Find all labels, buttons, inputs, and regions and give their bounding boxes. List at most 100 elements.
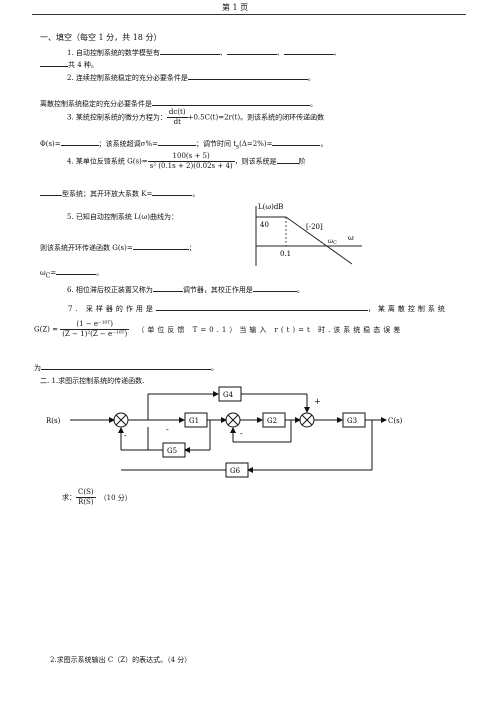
bd-g4-label: G4 [223, 391, 234, 399]
q5b-text: 则该系统开环传递函数 G(s)= [40, 244, 133, 252]
bd-output-label: C(s) [388, 417, 403, 425]
block-diagram: R(s) C(s) G1 G2 G3 G4 G5 G6 - - - + [46, 386, 403, 478]
bd-g3-label: G3 [347, 417, 357, 425]
q7b-transfer: (1 − e⁻¹⁰ᵀ)(Z − 1)²(Z − e⁻¹⁰ᵀ) [60, 320, 130, 339]
q4-suffix: ，则该系统是 [234, 157, 277, 166]
q1-sep3: 、 [333, 49, 341, 57]
q5b-blank [132, 240, 189, 250]
bd-g6-label: G6 [230, 467, 241, 475]
q3-line: 3. 某统控制系统的微分方程为：dc(t)dt+0.5C(t)=2r(t)。则该… [67, 108, 324, 127]
ask-score: （10 分） [99, 493, 132, 502]
q2-end: 。 [307, 74, 315, 82]
bd-plus: + [314, 397, 321, 406]
bode-plot: L(ω)dB 40 [-20] ω C ω 0.1 [255, 203, 362, 266]
q3b-overshoot: ；该系统超调σ%= [98, 140, 158, 148]
q4-transfer: 100(s + 5)s² (0.1s + 2)(0.02s + 4) [147, 152, 235, 171]
q6-blank-2 [252, 282, 297, 292]
q3-suffix: +0.5C(t)=2r(t)。则该系统的闭环传递函数 [187, 113, 325, 122]
q1-line2: 共 4 种。 [40, 57, 98, 70]
bd-input-label: R(s) [46, 417, 61, 425]
q6-mid: 调节器，其校正作用是 [182, 286, 253, 294]
q4-blank-1 [276, 154, 299, 164]
q4-tail: 阶 [298, 157, 306, 166]
q5b-line: 则该系统开环传递函数 G(s)= ； [40, 240, 196, 253]
q3b-blank-3 [272, 136, 321, 146]
q7-text: 7. 采样器的作用是 [68, 305, 156, 313]
q7b-num: (1 − e⁻¹⁰ᵀ) [60, 320, 130, 330]
q3b-line: Φ(s)=；该系统超调σ%=；调节时间 ts(Δ=2%)=。 [40, 136, 327, 150]
q6-text: 6. 相位滞后校正装置又称为 [67, 286, 153, 294]
q2-2-text: 2.求图示系统输出 C（Z）的表达式。（4 分） [50, 656, 192, 664]
bd-g2-label: G2 [267, 417, 277, 425]
q3b-settle: ；调节时间 t [195, 140, 237, 148]
q7b-den: (Z − 1)²(Z − e⁻¹⁰ᵀ) [62, 330, 128, 338]
q1-sep1: 、 [219, 49, 227, 57]
q7b-line: G(Z) = (1 − e⁻¹⁰ᵀ)(Z − 1)²(Z − e⁻¹⁰ᵀ) （单… [34, 320, 403, 339]
q5b-end: ； [188, 244, 196, 252]
q2-line: 2. 连续控制系统稳定的充分必要条件是 。 [67, 70, 315, 83]
q7-blank [155, 301, 368, 311]
q5c-end: 。 [96, 269, 104, 277]
bd-g1-label: G1 [189, 417, 199, 425]
bode-40: 40 [260, 221, 269, 229]
q5-text: 5. 已知自动控制系统 L(ω)曲线为： [67, 213, 178, 221]
q5c-omega: ω [40, 269, 46, 277]
q1-blank-3 [283, 45, 334, 55]
q7c-line: 为。 [34, 360, 218, 373]
q2-text: 2. 连续控制系统稳定的充分必要条件是 [67, 74, 188, 82]
bode-wc-sub: C [333, 240, 337, 246]
q6-end: 。 [296, 286, 304, 294]
bd-minus-3: - [240, 429, 243, 438]
q7c-text: 为 [34, 364, 41, 372]
q6-blank-1 [152, 282, 183, 292]
q1-sep2: 、 [276, 49, 284, 57]
q1-blank-1 [159, 45, 220, 55]
q3-derivative: dc(t)dt [166, 108, 188, 127]
q5c-sub: C [45, 272, 51, 280]
ask-prefix: 求： [62, 493, 76, 502]
section1-title: 一、填空（每空 1 分，共 18 分） [40, 33, 162, 42]
q4b-end: 。 [192, 190, 200, 198]
ask-line: 求：C(S)R(S)（10 分） [62, 488, 132, 507]
q2b-text: 离散控制系统稳定的充分必要条件是 [40, 100, 152, 108]
q5c-line: ωC= 。 [40, 265, 103, 279]
q1-tail: 共 4 种。 [68, 61, 98, 69]
q4b-blank-1 [40, 186, 62, 196]
bode-omega: ω [348, 234, 354, 242]
header-rule [32, 14, 466, 15]
q4b-text: 型系统；其开环放大系数 K= [62, 190, 153, 198]
q3-prefix: 3. 某统控制系统的微分方程为： [67, 113, 167, 122]
section2-title: 二. 1.求图示控制系统的传递函数. [40, 377, 145, 385]
q1-blank-2 [226, 45, 277, 55]
q7-line: 7. 采样器的作用是 ，某离散控制系统 [68, 301, 448, 314]
q3b-blank-1 [60, 136, 99, 146]
q4-prefix: 4. 某单位反馈系统 G(s)= [67, 157, 148, 166]
q7b-gz: G(Z) = [34, 325, 59, 334]
q7b-rest: （单位反馈 T=0.1）当输入 r(t)=t 时.该系统稳态误差 [137, 325, 404, 334]
q7-tail: ，某离散控制系统 [367, 305, 448, 313]
q4-num: 100(s + 5) [147, 152, 235, 162]
ask-num: C(S) [76, 488, 96, 498]
q4b-blank-2 [152, 186, 193, 196]
q2b-blank [152, 96, 310, 106]
bode-slope-label: [-20] [306, 223, 323, 231]
q4-den: s² (0.1s + 2)(0.02s + 4) [149, 162, 233, 170]
q3b-settle-cond: (Δ=2%)= [239, 140, 273, 148]
q3b-blank-2 [157, 136, 196, 146]
q2b-end: 。 [310, 100, 317, 108]
q4-line: 4. 某单位反馈系统 G(s)=100(s + 5)s² (0.1s + 2)(… [67, 152, 306, 171]
q5c-blank [56, 265, 97, 275]
q7c-blank [41, 360, 211, 370]
q3b-end: 。 [320, 140, 328, 148]
q2-blank [187, 70, 308, 80]
q1-line: 1. 自动控制系统的数学模型有、、、 [67, 45, 341, 58]
q5c-eq: = [50, 269, 57, 277]
bd-g5-label: G5 [167, 447, 177, 455]
bode-wc: ω [328, 238, 333, 245]
q4b-line: 型系统；其开环放大系数 K= 。 [40, 186, 199, 199]
q3b-phi: Φ(s)= [40, 140, 61, 148]
bd-minus-1: - [124, 431, 127, 440]
q7c-end: 。 [211, 364, 218, 372]
ask-fraction: C(S)R(S) [76, 488, 96, 507]
q2b-line: 离散控制系统稳定的充分必要条件是 。 [40, 96, 317, 109]
